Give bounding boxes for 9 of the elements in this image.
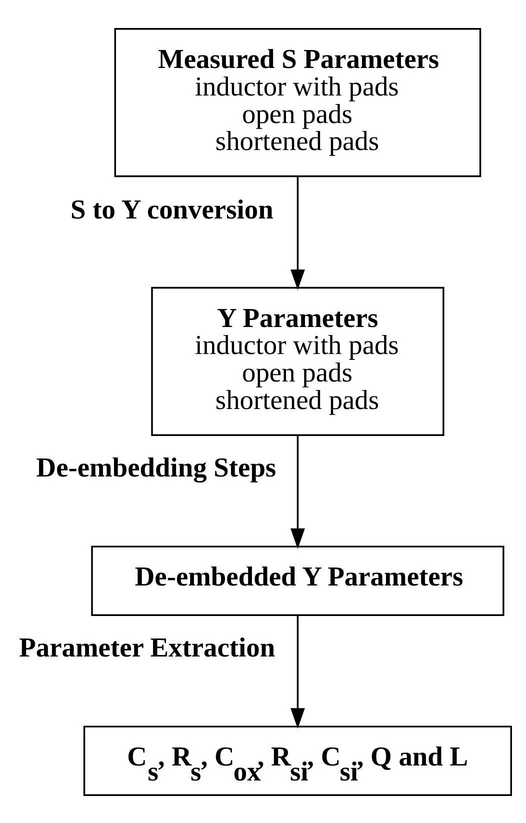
arrow [290,615,305,728]
node-box: De-embedded Y Parameters [91,545,504,616]
node-box: Measured S Parameters inductor with pads open pads shortened pads [114,28,482,177]
node-box: Y Parameters inductor with pads open pads shortened pads [151,286,444,436]
edge-label: De-embedding Steps [36,452,276,482]
edge-label: S to Y conversion [70,194,274,224]
edge-label: Parameter Extraction [19,632,276,662]
arrow [290,176,305,290]
arrow [290,435,305,548]
